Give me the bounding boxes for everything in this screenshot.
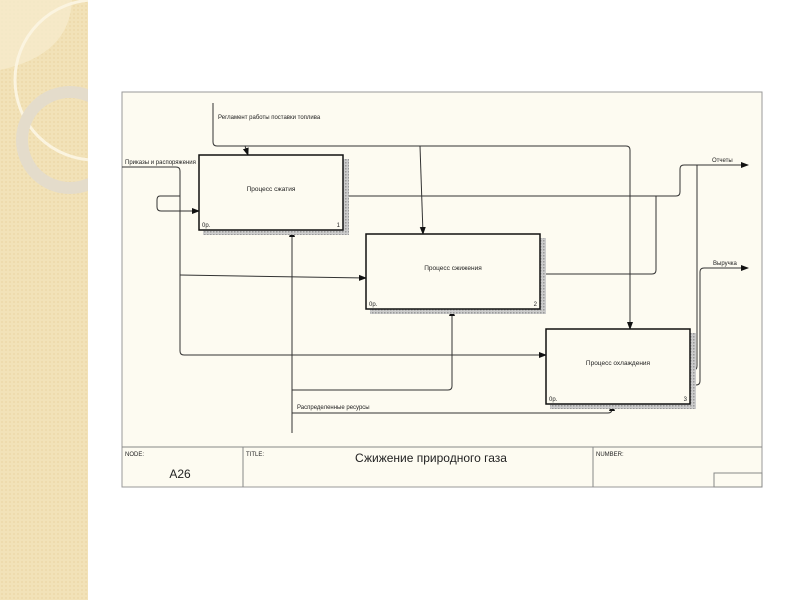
output-label-revenue: Выручка [713, 261, 737, 267]
box-label: Процесс сжатия [247, 186, 296, 193]
mechanism-label: Распределенные ресурсы [297, 405, 370, 411]
box-cost: 0р. [369, 302, 378, 308]
box-number: 1 [337, 223, 341, 229]
process-box-2[interactable]: Процесс сжижения 0р. 2 [365, 233, 546, 314]
box-number: 3 [684, 397, 688, 403]
control-label: Регламент работы поставки топлива [218, 115, 321, 121]
title-block [122, 446, 763, 488]
node-value: A26 [169, 467, 191, 481]
output-arrow-revenue [690, 265, 749, 386]
title-label: TITLE: [246, 452, 264, 458]
slide-decoration [0, 0, 177, 600]
process-box-3[interactable]: Процесс охлаждения 0р. 3 [545, 328, 696, 409]
box-cost: 0р. [549, 397, 558, 403]
process-box-1[interactable]: Процесс сжатия 0р. 1 [198, 154, 349, 235]
node-label: NODE: [125, 452, 144, 458]
box-label: Процесс сжижения [424, 265, 482, 272]
diagram-title: Сжижение природного газа [355, 451, 507, 465]
input-arrow [122, 166, 547, 358]
control-arrow [212, 103, 633, 330]
input-label: Приказы и распоряжения [125, 160, 196, 166]
output-label-reports: Отчеты [712, 158, 733, 164]
box-number: 2 [534, 302, 538, 308]
number-label: NUMBER: [596, 452, 624, 458]
box-label: Процесс охлаждения [586, 360, 651, 367]
box-cost: 0р. [202, 223, 211, 229]
output-arrow-reports [343, 162, 749, 197]
